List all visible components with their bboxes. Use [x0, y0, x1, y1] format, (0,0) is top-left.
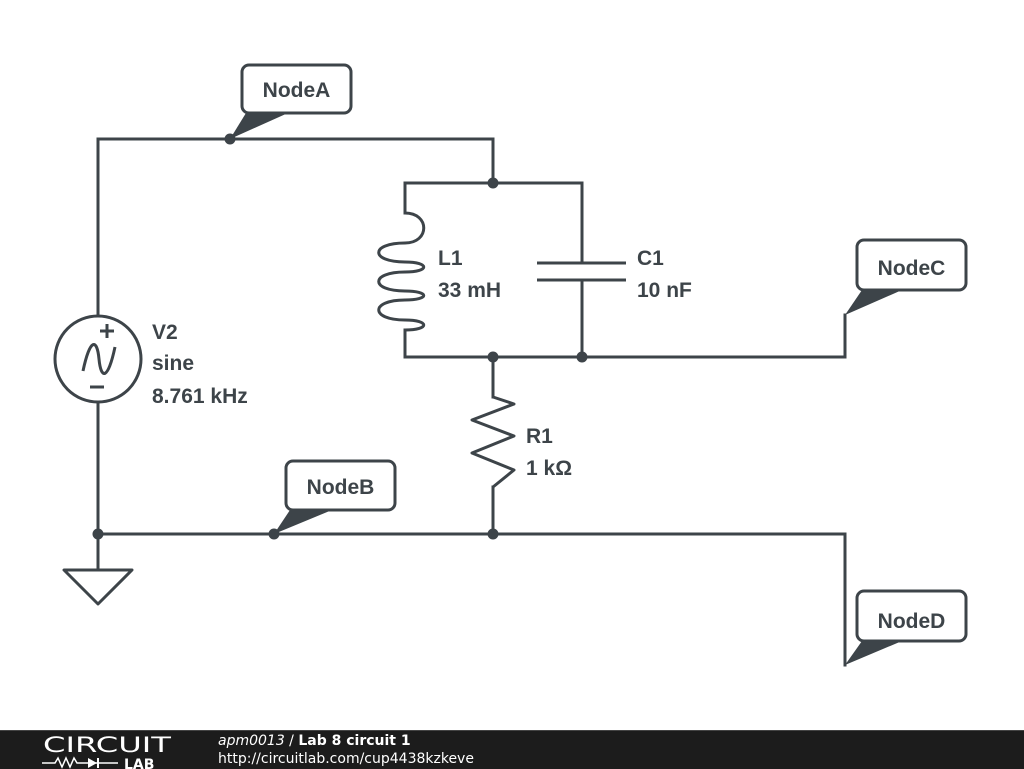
inductor-value-label: 33 mH	[438, 279, 501, 302]
resistor-name-label: R1	[526, 425, 553, 448]
node-b-label: NodeB	[307, 476, 375, 499]
node-c-label: NodeC	[878, 257, 946, 280]
ground-symbol-icon	[62, 568, 134, 606]
wires	[96, 137, 847, 667]
source-value-label: 8.761 kHz	[152, 385, 248, 408]
node-tag-a[interactable]: NodeA	[230, 63, 353, 139]
tag-box	[855, 238, 968, 292]
inductor-l1[interactable]: L1 33 mH	[377, 211, 501, 332]
source-name-label: V2	[152, 321, 178, 344]
tag-pointer	[845, 641, 902, 665]
inductor-name-label: L1	[438, 247, 463, 270]
wire-bottom	[96, 532, 847, 667]
tag-box	[284, 459, 397, 512]
logo-text-lab: LAB	[124, 757, 154, 769]
footer-circuit-title[interactable]: Lab 8 circuit 1	[298, 733, 411, 749]
source-type-label: sine	[152, 352, 194, 375]
tag-pointer	[845, 290, 902, 315]
circuitlab-logo[interactable]: CIRCUIT LAB	[42, 733, 174, 769]
resistor-value-label: 1 kΩ	[526, 457, 572, 480]
junction-dot	[487, 177, 499, 189]
footer-url[interactable]: http://circuitlab.com/cup4438kzkeve	[218, 751, 474, 767]
circuit-schematic: V2 sine 8.761 kHz L1 33 mH C1 10 nF R1 1…	[53, 63, 968, 667]
junction-dot	[487, 351, 499, 363]
footer-bar: CIRCUIT LAB apm0013 / Lab 8 circuit 1 ht…	[0, 730, 1024, 769]
node-a-label: NodeA	[263, 79, 331, 102]
tag-box	[240, 63, 353, 115]
wire-top	[96, 137, 495, 318]
wire-tank-bottom	[403, 313, 847, 359]
node-d-label: NodeD	[878, 610, 946, 633]
tag-pointer	[274, 510, 332, 534]
junction-dot	[487, 528, 499, 540]
inductor-coil-icon	[377, 211, 426, 332]
tag-pointer	[230, 113, 288, 139]
footer-separator: /	[284, 733, 299, 749]
logo-resistor-icon	[42, 756, 84, 769]
resistor-zigzag-icon	[470, 395, 516, 489]
voltage-source-v2[interactable]: V2 sine 8.761 kHz	[53, 314, 248, 408]
source-circle	[53, 314, 143, 404]
capacitor-value-label: 10 nF	[637, 279, 692, 302]
wire-tank-top	[403, 181, 584, 265]
resistor-r1[interactable]: R1 1 kΩ	[470, 395, 572, 489]
capacitor-c1[interactable]: C1 10 nF	[537, 247, 692, 302]
capacitor-name-label: C1	[637, 247, 664, 270]
footer-title-line: apm0013 / Lab 8 circuit 1	[218, 733, 411, 749]
junction-dot	[576, 351, 588, 363]
sine-wave-icon	[81, 343, 117, 375]
junction-dot	[92, 528, 104, 540]
footer-username[interactable]: apm0013	[218, 733, 285, 749]
logo-text-circuit: CIRCUIT	[43, 733, 171, 757]
node-tag-d[interactable]: NodeD	[845, 589, 968, 665]
tag-box	[855, 589, 968, 643]
node-tag-b[interactable]: NodeB	[274, 459, 397, 534]
node-tag-c[interactable]: NodeC	[845, 238, 968, 315]
